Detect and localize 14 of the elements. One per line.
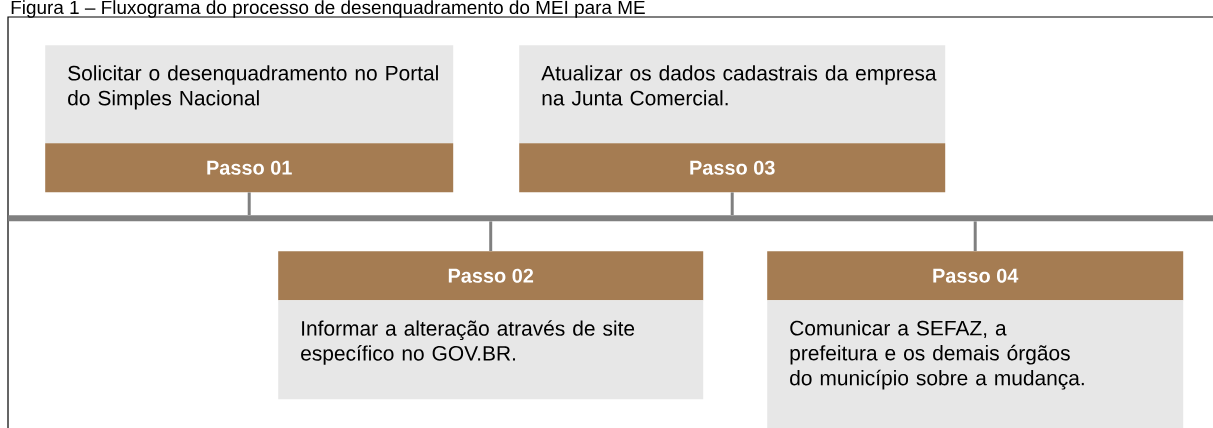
step-band: Passo 03: [519, 143, 946, 193]
connector-line: [730, 192, 734, 215]
connector-line: [489, 221, 493, 251]
step-box: Informar a alteração através de site específico no GOV.BR.: [278, 300, 704, 400]
step-band: Passo 04: [767, 251, 1184, 301]
connector-line: [247, 192, 251, 215]
connector-line: [973, 221, 977, 251]
step-box: Atualizar os dados cadastrais da empresa na Junta Comercial.: [519, 45, 946, 144]
step-band: Passo 01: [45, 143, 454, 193]
timeline-bar: [8, 215, 1213, 222]
step-box: Solicitar o desenquadramento no Portal do Simples Nacional: [45, 45, 454, 144]
step-box: Comunicar a SEFAZ, a prefeitura e os demais órgãos do município sobre a mudança.: [767, 300, 1184, 428]
step-band: Passo 02: [278, 251, 704, 301]
title: Figura 1 – Fluxograma do processo de desenquadramento do MEI para ME: [11, 0, 645, 18]
